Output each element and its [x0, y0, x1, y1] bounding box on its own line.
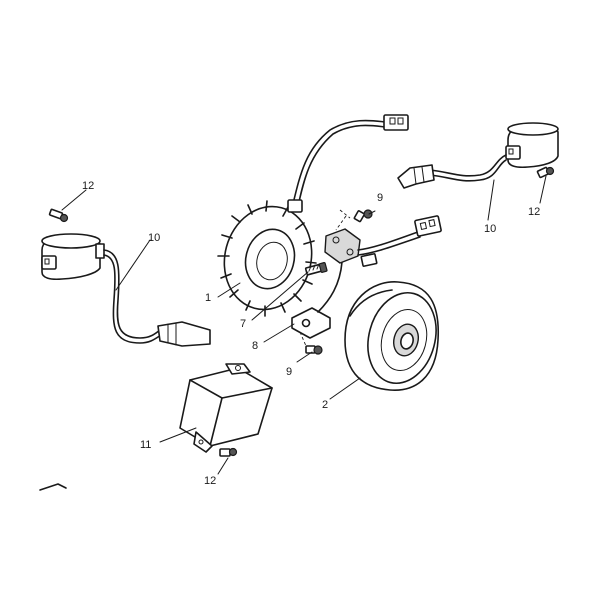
- bolt-left: [48, 208, 69, 223]
- callout-coil-right: 10: [484, 223, 496, 235]
- callout-screw-pickup-top: 9: [377, 192, 383, 204]
- corner-mark: [39, 483, 67, 491]
- callout-screw-stator: 7: [240, 318, 246, 330]
- ignition-coil-left: [41, 233, 211, 347]
- bolt-bottom: [219, 447, 238, 457]
- callout-coil-left: 10: [148, 232, 160, 244]
- ignition-coil-right: [397, 122, 559, 189]
- callout-screw-pickup-bottom: 9: [286, 366, 292, 378]
- callout-labels: 1 2 7 8 9 9 10 10 11 12 12 12: [82, 180, 540, 487]
- callout-pickup: 8: [252, 340, 258, 352]
- callout-bolt-right: 12: [528, 206, 540, 218]
- screw-stator: [304, 261, 328, 276]
- flywheel-rotor: [344, 281, 440, 391]
- callout-bolt-left: 12: [82, 180, 94, 192]
- leader-lines: [61, 175, 547, 475]
- callout-cdi: 11: [140, 439, 151, 451]
- stator-assembly: [217, 114, 409, 317]
- bolt-right: [536, 166, 555, 179]
- cdi-unit: [179, 363, 273, 453]
- screw-pickup-top: [335, 209, 373, 231]
- callout-bolt-bottom: 12: [204, 475, 216, 487]
- callout-stator: 1: [205, 292, 211, 304]
- pickup-coil: [291, 215, 442, 339]
- screw-pickup-bottom: [299, 331, 323, 355]
- callout-flywheel: 2: [322, 399, 328, 411]
